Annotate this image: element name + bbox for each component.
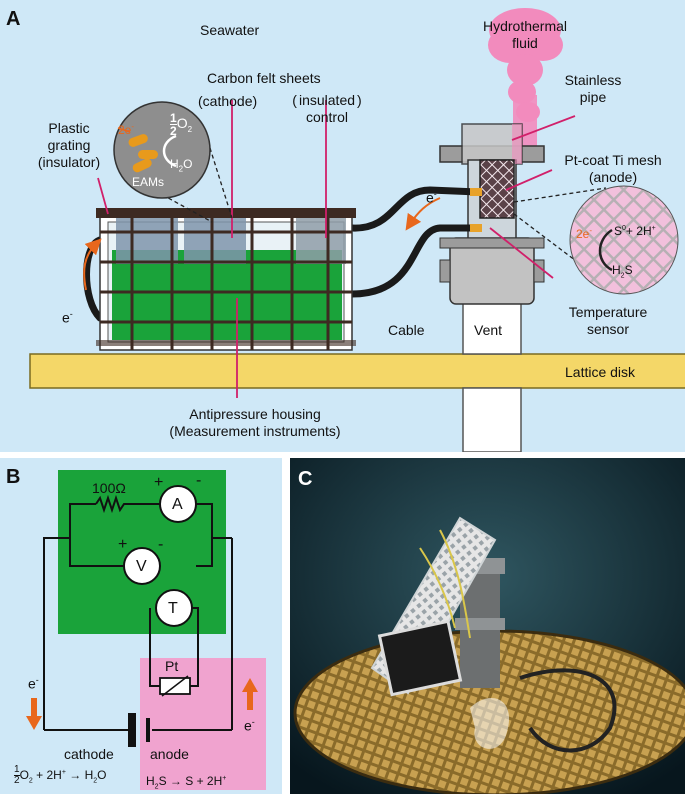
carbon-felt-2 [184, 218, 246, 264]
anode-b-label: anode [150, 746, 189, 762]
cathode-label: (cathode) [198, 93, 258, 109]
cathode-b-label: cathode [64, 746, 114, 762]
cathode-2e-label: 2e- [118, 122, 135, 137]
electron-label-right: e- [244, 717, 255, 734]
ammeter-plus: + [154, 474, 164, 491]
resistor-label: 100Ω [92, 480, 126, 496]
cathode-h2o-label: H2O [170, 157, 193, 174]
antipressure-housing [112, 250, 342, 340]
electron-arrow-cathode [83, 238, 102, 291]
voltmeter-label: V [136, 558, 147, 575]
anode-inset [569, 185, 679, 295]
electron-arrows [26, 678, 258, 730]
panel-c-letter: C [298, 468, 313, 490]
seawater-label: Seawater [200, 22, 260, 38]
pt-label: Pt [165, 658, 179, 674]
cathode-plate [128, 713, 136, 747]
electron-label-cathode: e- [62, 309, 73, 326]
anode-2e-label: 2e- [576, 226, 593, 241]
lattice-disk [29, 353, 685, 389]
cathode-reaction-arrow [162, 134, 177, 168]
insulated-control-sheet [296, 218, 346, 264]
thermometer-label: T [168, 600, 178, 617]
lattice-disk-label: Lattice disk [565, 364, 636, 380]
antipressure-housing-label: Antipressure housing(Measurement instrum… [169, 406, 341, 439]
vent-pipe-lower [462, 387, 522, 452]
anode-plate [146, 718, 150, 742]
voltmeter-plus: + [118, 536, 128, 553]
thermometer-icon [155, 589, 193, 627]
panel-a-diagram [29, 8, 685, 452]
anode-equation: H2S → S + 2H+ [146, 774, 227, 791]
panel-b-letter: B [6, 466, 21, 488]
anode-products-label: S0+ 2H+ [614, 224, 656, 238]
anode-reaction-arrow [598, 228, 613, 272]
cable-label: Cable [388, 322, 425, 338]
carbon-felt-1 [116, 218, 178, 264]
seafloor-photo [290, 458, 685, 794]
panel-b-circuit [26, 470, 266, 790]
panel-b: B 100Ω A V T + - + - Pt e- e- cathode an… [0, 458, 282, 794]
electron-label-cable: e- [426, 189, 437, 206]
cathode-equation: 1 2 O2 + 2H+ → H2O [14, 764, 107, 787]
leader-lines [97, 100, 576, 398]
circuit-wires [43, 494, 233, 731]
cable-connector-bottom [470, 224, 482, 232]
cable-connector-top [470, 188, 482, 196]
plastic-grating-frame [96, 208, 356, 351]
ammeter-label: A [172, 496, 183, 513]
ammeter-icon [159, 485, 197, 523]
pt-mesh-label: Pt-coat Ti mesh(anode) [564, 152, 662, 185]
vent-label: Vent [474, 322, 503, 338]
voltmeter-minus: - [158, 536, 164, 553]
plastic-grating-label: Plastic grating (insulator) [37, 120, 101, 170]
insulated-control-label: ( insulated control ) [292, 92, 362, 125]
ammeter-minus: - [196, 472, 202, 489]
housing-frame-photo [377, 619, 463, 697]
electron-arrow-cable [405, 197, 441, 231]
electron-label-left: e- [28, 675, 39, 692]
voltmeter-icon [123, 547, 161, 585]
cathode-inset [113, 101, 211, 199]
cathode-o2-label: 1 2 O2 [170, 111, 193, 138]
cable-photo [519, 668, 617, 753]
panel-a-letter: A [6, 8, 21, 30]
eams-label: EAMs [132, 175, 165, 189]
hydrothermal-plume [488, 8, 563, 155]
cathode-electron-tick [117, 127, 131, 133]
panel-c-photo: C [290, 458, 685, 794]
anode-h2s-label: H2S [612, 263, 633, 280]
carbon-felt-label: Carbon felt sheets [207, 70, 321, 86]
eam-bacteria [128, 134, 158, 173]
